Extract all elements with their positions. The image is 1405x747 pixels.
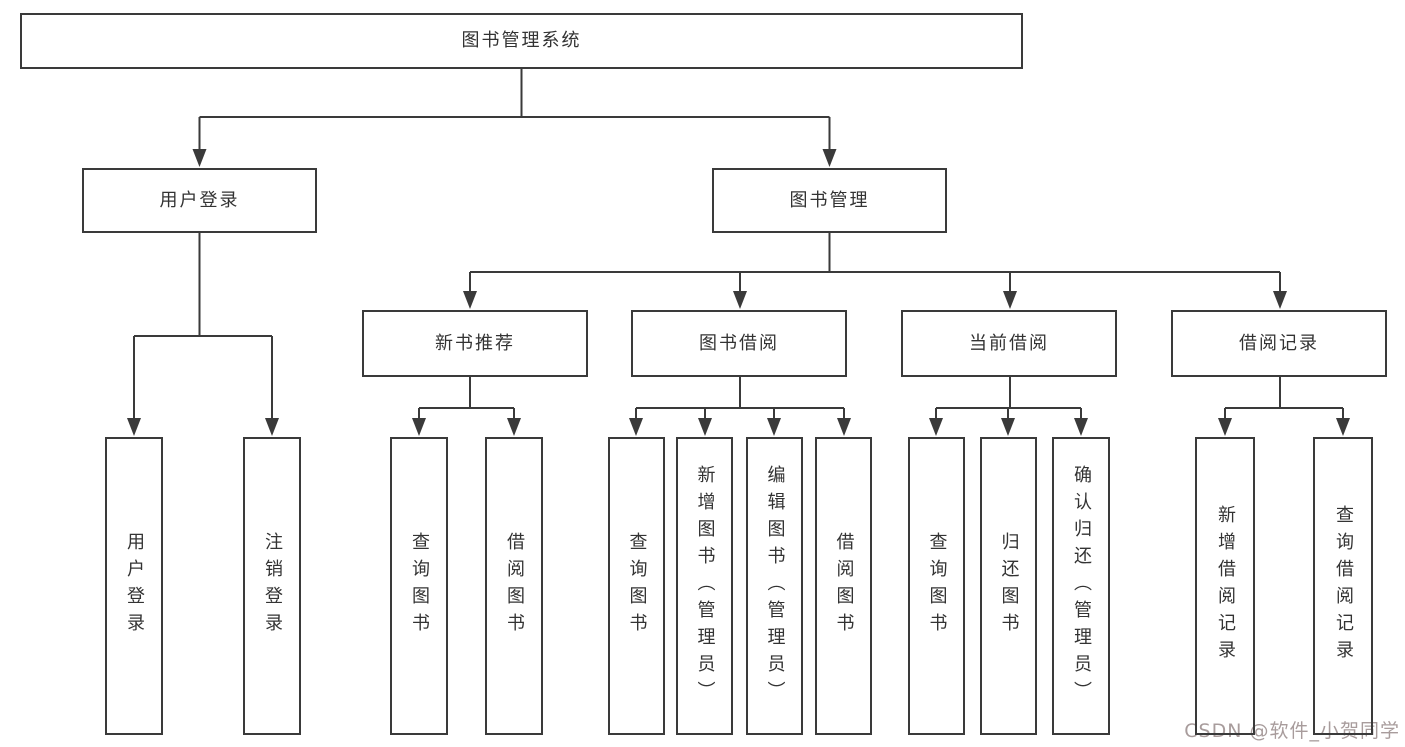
leaf-logout: 注销登录 [243,437,301,735]
node-new-book-recommend-label: 新书推荐 [435,332,515,354]
leaf-add-book-admin-label: 新增图书（管理员） [694,464,716,708]
leaf-edit-book-admin: 编辑图书（管理员） [746,437,803,735]
node-book-management-label: 图书管理 [789,189,870,211]
node-current-borrow-label: 当前借阅 [969,332,1049,354]
leaf-user-login-label: 用户登录 [124,532,145,640]
watermark: CSDN @软件_小贺同学 [1184,720,1400,742]
leaf-logout-label: 注销登录 [262,532,283,640]
node-current-borrow: 当前借阅 [901,310,1117,377]
leaf-query-borrow-record-label: 查询借阅记录 [1333,505,1354,667]
leaf-borrow-book-recommend: 借阅图书 [485,437,543,735]
leaf-borrow-book-label: 借阅图书 [833,532,855,640]
node-borrow-records-label: 借阅记录 [1239,332,1319,354]
node-root-label: 图书管理系统 [461,30,582,52]
node-book-borrow-label: 图书借阅 [699,332,779,354]
node-new-book-recommend: 新书推荐 [362,310,588,377]
leaf-borrow-book-recommend-label: 借阅图书 [504,532,525,640]
leaf-query-borrow-record: 查询借阅记录 [1313,437,1373,735]
leaf-query-book-recommend-label: 查询图书 [409,532,430,640]
leaf-borrow-book: 借阅图书 [815,437,872,735]
leaf-query-book-current: 查询图书 [908,437,965,735]
leaf-query-book-borrow-label: 查询图书 [626,532,648,640]
leaf-query-book-current-label: 查询图书 [926,532,948,640]
node-borrow-records: 借阅记录 [1171,310,1387,377]
leaf-add-book-admin: 新增图书（管理员） [676,437,733,735]
leaf-edit-book-admin-label: 编辑图书（管理员） [764,464,786,708]
node-user-login: 用户登录 [82,168,317,233]
leaf-confirm-return-admin-label: 确认归还（管理员） [1071,464,1092,708]
leaf-confirm-return-admin: 确认归还（管理员） [1052,437,1110,735]
leaf-user-login: 用户登录 [105,437,163,735]
node-book-borrow: 图书借阅 [631,310,847,377]
leaf-query-book-recommend: 查询图书 [390,437,448,735]
leaf-query-book-borrow: 查询图书 [608,437,665,735]
leaf-return-book: 归还图书 [980,437,1037,735]
leaf-return-book-label: 归还图书 [998,532,1020,640]
node-root: 图书管理系统 [20,13,1023,69]
node-book-management: 图书管理 [712,168,947,233]
node-user-login-label: 用户登录 [159,189,240,211]
leaf-add-borrow-record: 新增借阅记录 [1195,437,1255,735]
leaf-add-borrow-record-label: 新增借阅记录 [1215,505,1236,667]
